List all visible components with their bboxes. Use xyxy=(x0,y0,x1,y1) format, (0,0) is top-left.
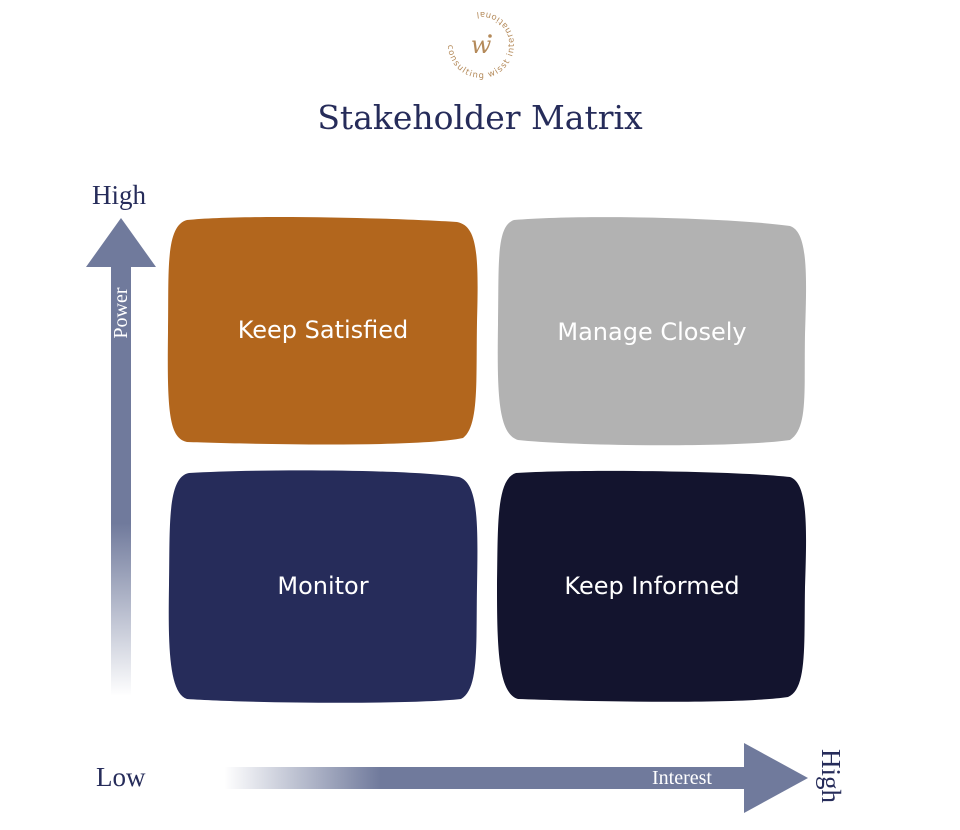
x-axis-high-label: High xyxy=(816,749,846,803)
page-title: Stakeholder Matrix xyxy=(317,98,643,137)
quadrant-keep-satisfied: Keep Satisfied xyxy=(165,212,481,448)
quadrant-label: Keep Satisfied xyxy=(237,316,409,344)
interest-arrow-head xyxy=(744,743,808,813)
quadrant-label: Manage Closely xyxy=(557,318,747,346)
y-axis-high-label: High xyxy=(92,180,146,210)
quadrant-label: Keep Informed xyxy=(564,572,740,600)
quadrant-shape xyxy=(497,217,807,446)
quadrant-shape xyxy=(167,216,478,445)
logo-seal-icon: consulting wisst international w xyxy=(445,9,516,81)
quadrant-label: Monitor xyxy=(277,572,369,600)
quadrant-shape xyxy=(168,470,478,703)
power-arrow-shaft xyxy=(111,264,131,696)
logo-dot xyxy=(488,34,492,38)
interest-arrow-shaft xyxy=(224,767,746,789)
y-axis-title: Power xyxy=(110,287,132,339)
quadrant-monitor: Monitor xyxy=(165,467,481,705)
x-axis-title: Interest xyxy=(652,767,712,789)
quadrant-shape xyxy=(497,470,807,702)
company-logo: consulting wisst international w xyxy=(438,2,524,88)
logo-monogram: w xyxy=(471,31,492,59)
x-axis-low-label: Low xyxy=(96,762,146,792)
quadrant-keep-informed: Keep Informed xyxy=(494,467,810,705)
power-arrow-head xyxy=(86,218,156,267)
quadrant-manage-closely: Manage Closely xyxy=(494,214,810,450)
